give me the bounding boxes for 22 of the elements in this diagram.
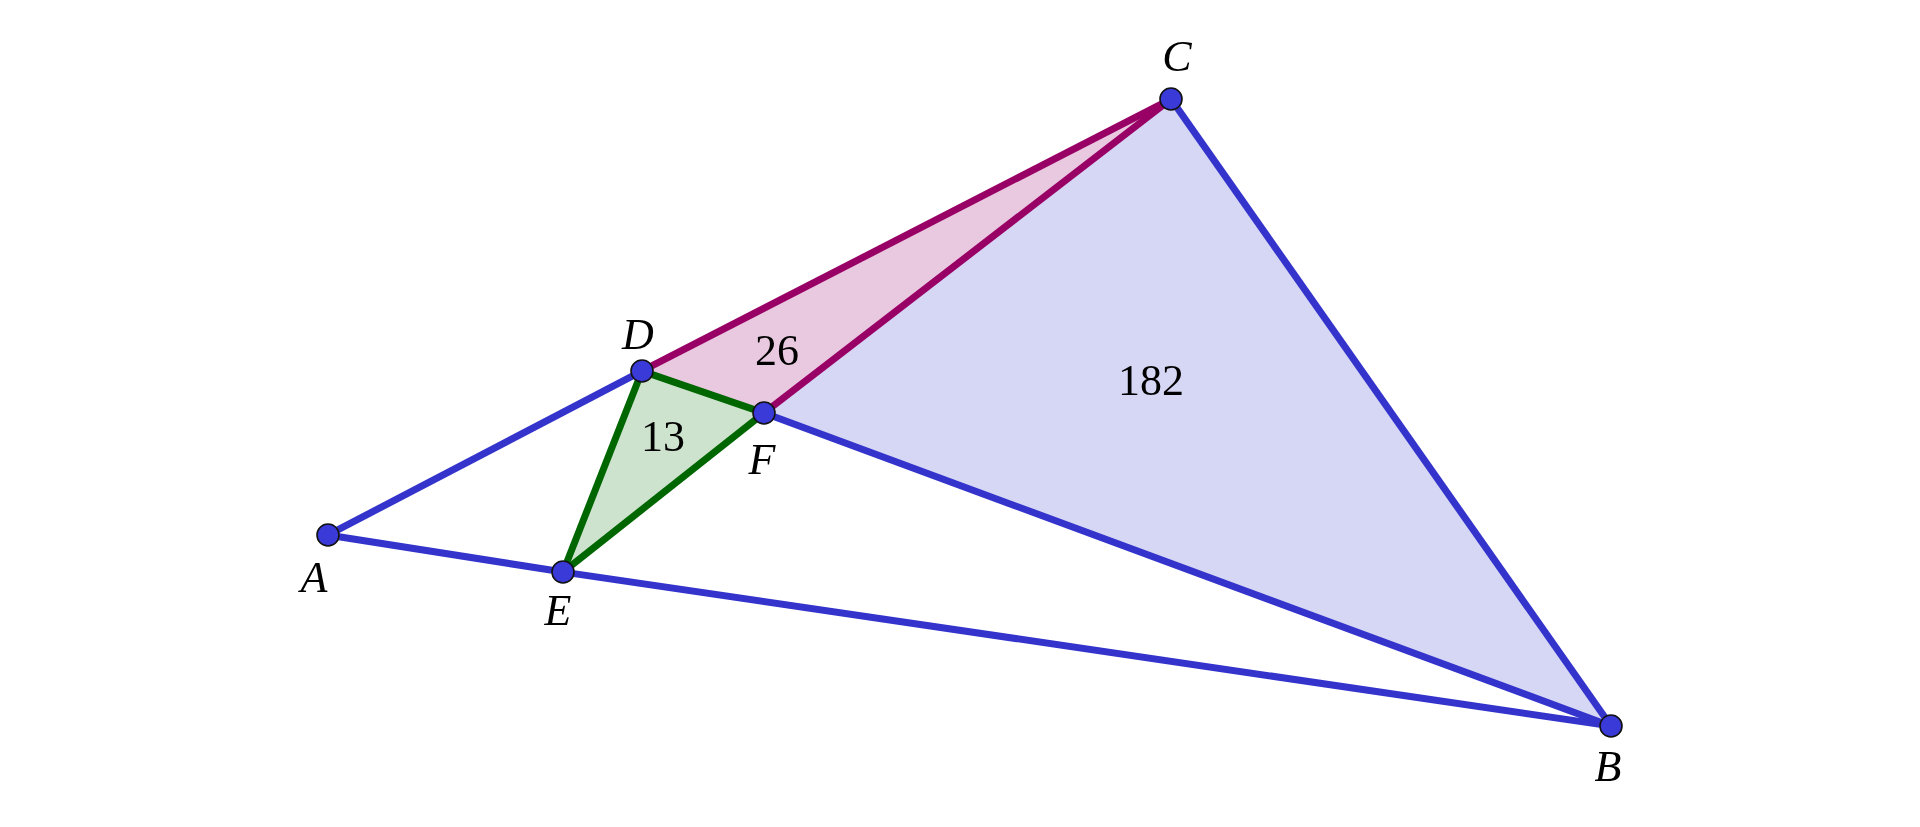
point-label: C	[1162, 35, 1192, 79]
area-value: 26	[755, 329, 799, 373]
point-dot	[752, 401, 776, 425]
point-label: F	[748, 438, 776, 482]
point-dot	[1159, 87, 1183, 111]
line-segment	[573, 570, 1601, 728]
line-segment	[338, 533, 553, 574]
line-segment	[569, 417, 758, 568]
area-value: 182	[1118, 359, 1184, 403]
point-label: E	[544, 589, 572, 633]
line-segment	[336, 373, 634, 533]
area-value: 13	[641, 415, 685, 459]
line-segment	[651, 371, 755, 413]
point-dot	[1599, 714, 1623, 738]
point-label: D	[622, 313, 654, 357]
point-dot	[551, 560, 575, 584]
point-label: A	[300, 556, 328, 600]
point-dot	[630, 359, 654, 383]
point-dot	[316, 523, 340, 547]
line-segment	[1174, 106, 1608, 719]
point-label: B	[1594, 745, 1622, 789]
line-segment	[563, 379, 642, 564]
